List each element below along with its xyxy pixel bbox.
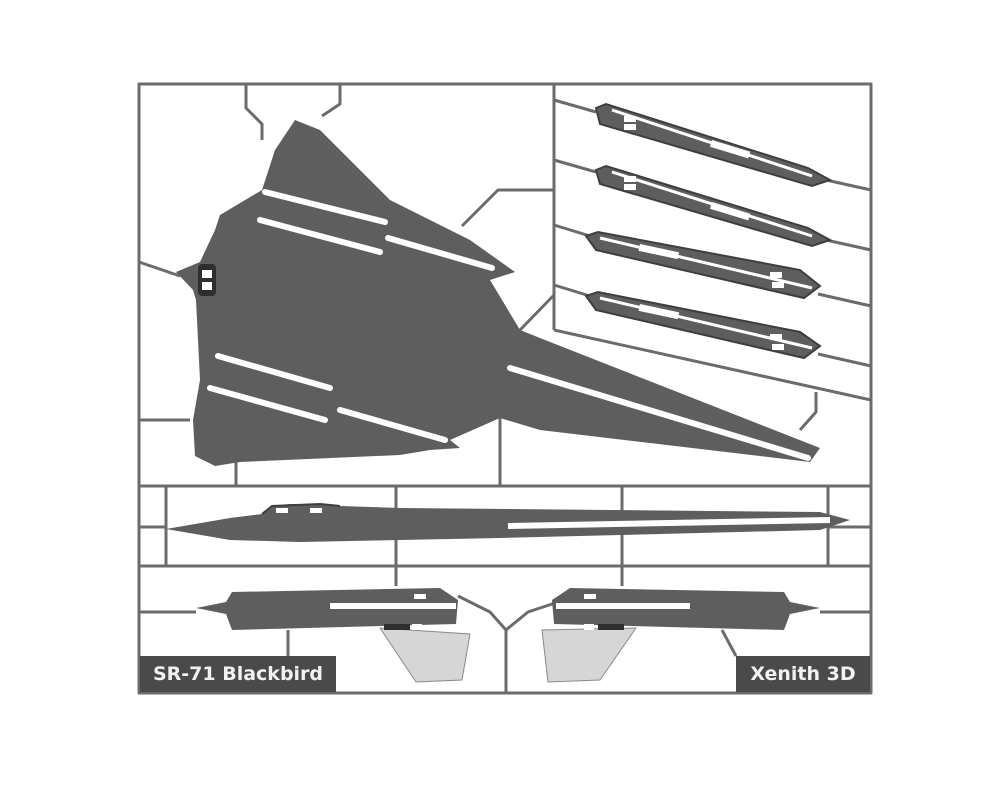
lower-nacelle-left	[196, 588, 471, 683]
pitot-stub	[198, 264, 216, 296]
brand-label: Xenith 3D	[736, 656, 870, 692]
model-name-text: SR-71 Blackbird	[152, 663, 324, 685]
nacelle-1	[594, 102, 833, 188]
plan-view-body	[176, 120, 820, 466]
brand-text: Xenith 3D	[750, 663, 856, 685]
model-name-label: SR-71 Blackbird	[140, 656, 336, 692]
nacelle-3	[584, 230, 822, 300]
nacelle-parts	[584, 102, 833, 360]
nacelle-2	[594, 164, 833, 248]
lower-nacelle-right	[541, 588, 820, 683]
nacelle-4	[584, 290, 822, 360]
sprue-frame	[137, 82, 873, 695]
side-view-part	[166, 502, 850, 542]
plan-view-part	[176, 120, 820, 466]
